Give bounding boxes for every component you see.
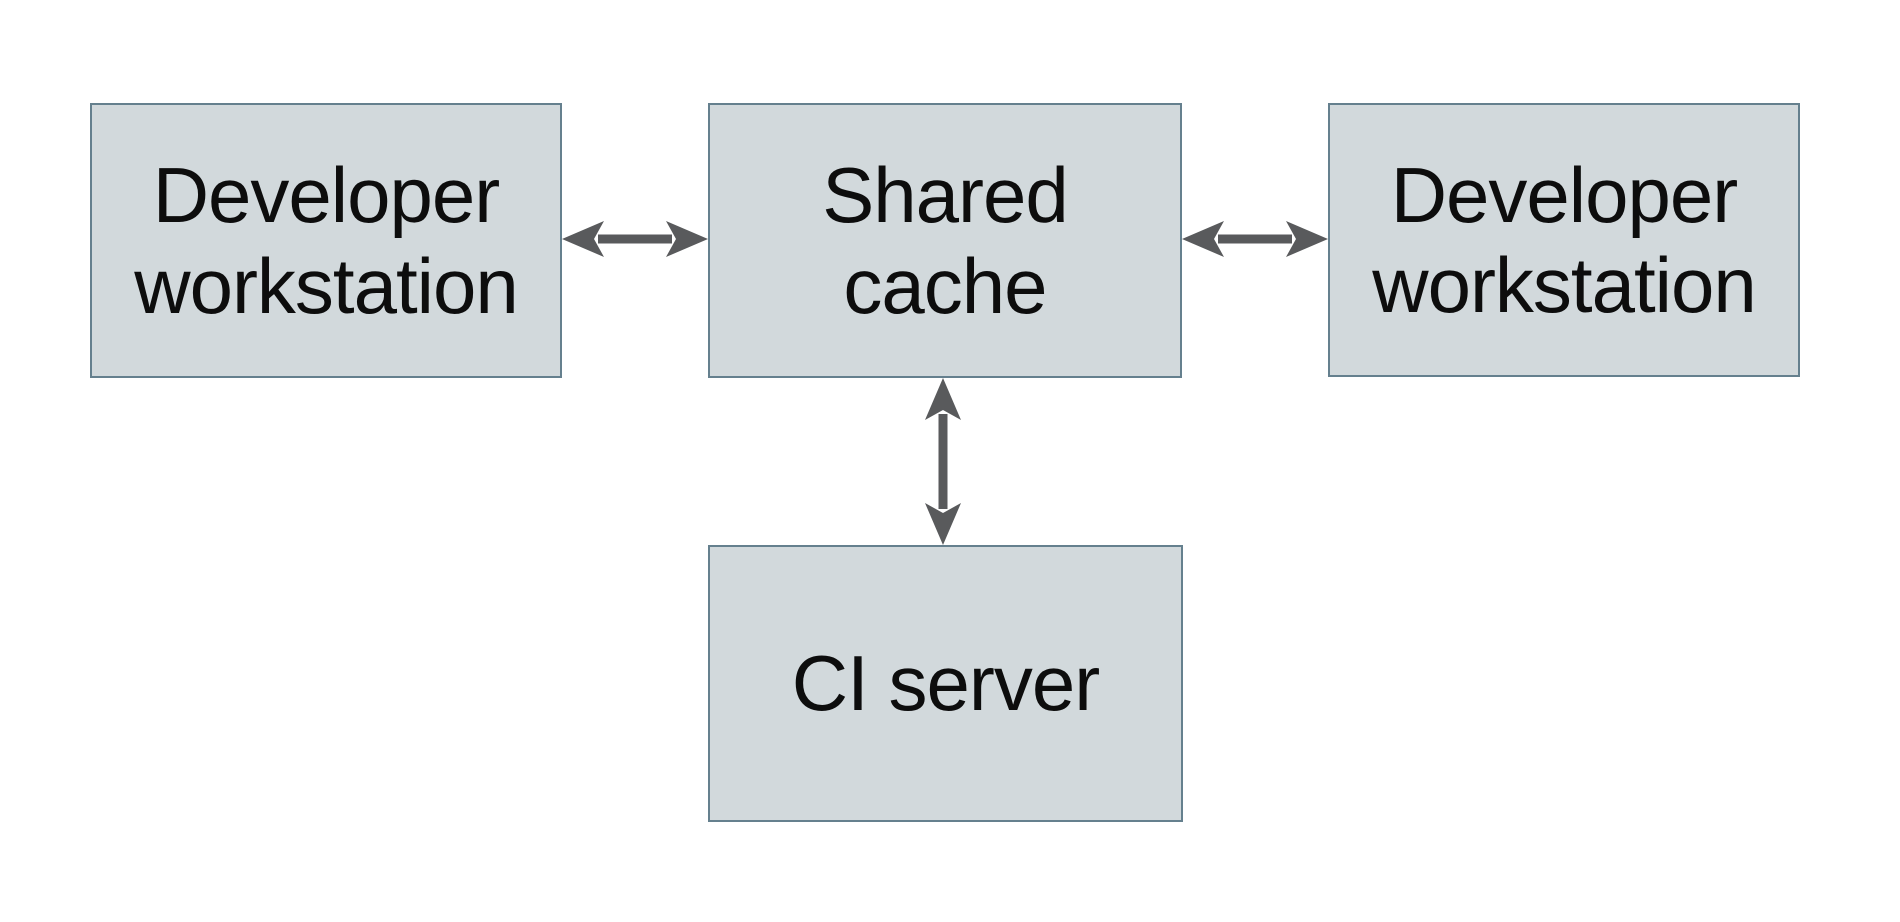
double-arrow-shared-cache-to-ci-server (925, 378, 961, 545)
double-arrow-dev-left-to-shared-cache (562, 221, 708, 257)
node-label-ci-server: CI server (791, 639, 1100, 728)
node-ci-server: CI server (708, 545, 1183, 822)
arrowhead-right-icon (1286, 221, 1328, 257)
arrowhead-down-icon (925, 503, 961, 545)
arrowhead-right-icon (666, 221, 708, 257)
arrowhead-up-icon (925, 378, 961, 420)
arrowhead-left-icon (562, 221, 604, 257)
node-label-shared-cache: Shared cache (822, 151, 1069, 330)
node-label-developer-workstation-right: Developer workstation (1372, 150, 1756, 329)
double-arrow-shared-cache-to-dev-right (1182, 221, 1328, 257)
node-shared-cache: Shared cache (708, 103, 1182, 378)
node-developer-workstation-right: Developer workstation (1328, 103, 1800, 377)
node-label-developer-workstation-left: Developer workstation (134, 151, 518, 330)
arrowhead-left-icon (1182, 221, 1224, 257)
node-developer-workstation-left: Developer workstation (90, 103, 562, 378)
